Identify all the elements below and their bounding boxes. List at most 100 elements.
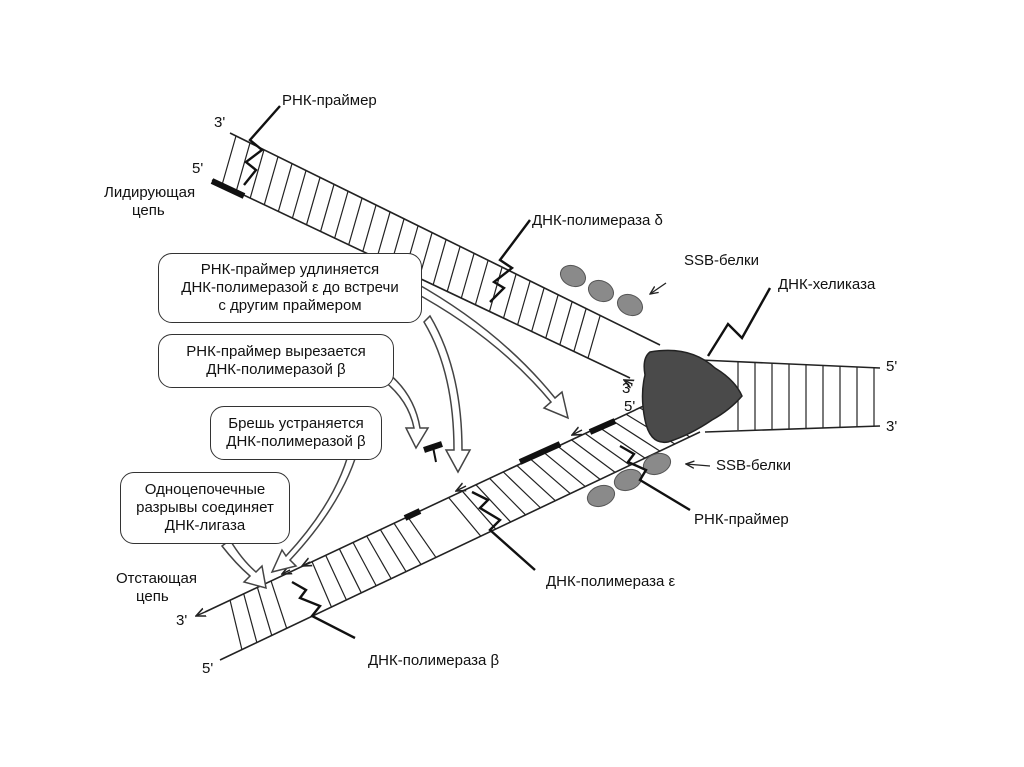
callout-arrow-1 — [409, 280, 570, 420]
callout-arrow-4 — [220, 538, 267, 590]
base-pair-rung — [475, 484, 512, 523]
base-pair-rung — [502, 274, 517, 319]
ssb-protein — [587, 279, 615, 303]
base-pair-rung — [263, 156, 279, 206]
base-pair-rung — [460, 253, 475, 299]
base-pair-rung — [516, 465, 557, 502]
base-pair-rung — [461, 490, 497, 530]
helicase-pointer — [706, 287, 772, 357]
callout-arrow-1b — [423, 314, 472, 474]
base-pair-rung — [334, 191, 349, 239]
fragment-3prime-arrows — [196, 380, 632, 616]
callout-line: РНК-праймер вырезается — [186, 343, 366, 360]
dna-pol-epsilon-pointer — [471, 490, 536, 571]
rna-primer-top-label: РНК-праймер — [282, 92, 377, 109]
leading-top-strand — [229, 132, 661, 346]
dna-pol-epsilon-label: ДНК-полимераза ε — [546, 573, 676, 590]
lagging-strand-label-1: Отстающая — [116, 570, 197, 587]
base-pair-rung — [474, 260, 489, 305]
leading-strand-label-1: Лидирующая — [104, 184, 196, 201]
helicase-label: ДНК-хеликаза — [778, 276, 876, 293]
fork-5-label: 5' — [624, 398, 636, 415]
lagging-duplex — [204, 402, 701, 661]
lagging-primer-segment-1 — [518, 441, 562, 465]
base-pair-rung — [543, 452, 586, 488]
ssb-proteins-top — [559, 264, 644, 317]
primer-segments — [210, 178, 617, 521]
rna-primer-bottom-label: РНК-праймер — [694, 511, 789, 528]
dna-pol-beta-label: ДНК-полимераза β — [368, 652, 500, 669]
pointer-lines — [243, 105, 772, 640]
base-pair-rung — [348, 198, 363, 246]
callout-ligase: Одноцепочечные разрывы соединяет ДНК-лиг… — [120, 472, 290, 544]
end-3-right-label: 3' — [886, 418, 898, 435]
end-3-bottom-label: 3' — [176, 612, 188, 629]
ssb-top-arrow — [650, 282, 667, 294]
base-pair-rung — [559, 301, 573, 345]
callout-gap-fill: Брешь устраняется ДНК-полимеразой β — [210, 406, 382, 460]
callout-arrow-2 — [379, 368, 430, 450]
base-pair-rung — [291, 170, 307, 219]
lagging-primer-segment-3 — [403, 508, 422, 521]
ssb-bottom-arrow — [686, 464, 711, 466]
callout-line: РНК-праймер удлиняется — [200, 261, 380, 278]
lagging-bottom-strand — [219, 431, 701, 661]
base-pair-rung — [587, 315, 601, 359]
end-5-right-label: 5' — [886, 358, 898, 375]
base-pair-rung — [584, 433, 631, 466]
fork-3-label: 3' — [622, 380, 634, 397]
callout-line: ДНК-полимеразой β — [226, 433, 366, 450]
base-pair-rung — [432, 239, 447, 285]
base-pair-rung — [319, 184, 335, 232]
ssb-protein — [616, 293, 644, 317]
base-pair-rung — [379, 529, 407, 573]
parental-bottom-strand — [704, 425, 881, 433]
base-pair-rung — [393, 522, 422, 566]
base-pair-rung — [338, 548, 363, 594]
lagging-strand-label-2: цепь — [136, 588, 169, 605]
leading-strand-label-2: цепь — [132, 202, 165, 219]
ssb-top-label: SSB-белки — [684, 252, 759, 269]
callout-line: ДНК-лигаза — [164, 517, 246, 534]
base-pair-rung — [448, 497, 482, 537]
base-pair-rung — [229, 599, 243, 651]
end-5-top-label: 5' — [192, 160, 204, 177]
base-pair-rung — [598, 426, 646, 459]
base-pair-rung — [573, 308, 587, 352]
callout-primer-extension: РНК-праймер удлиняется ДНК-полимеразой ε… — [158, 253, 422, 323]
callout-line: Брешь устраняется — [228, 415, 364, 432]
parental-top-strand — [699, 359, 881, 369]
callout-line: разрывы соединяет — [136, 499, 274, 516]
rna-primer-bottom-pointer — [619, 444, 691, 512]
ssb-bottom-label: SSB-белки — [716, 457, 791, 474]
base-pair-rung — [277, 163, 293, 212]
base-pair-rung — [612, 420, 661, 452]
base-pair-rung — [376, 211, 391, 259]
lagging-top-strand — [204, 402, 651, 613]
callout-line: с другим праймером — [218, 297, 362, 314]
rna-primer-top-pointer — [243, 105, 281, 186]
base-pair-rung — [221, 135, 237, 186]
base-pair-rung — [446, 246, 461, 292]
base-pair-rung — [235, 142, 251, 192]
base-pair-rung — [256, 587, 273, 636]
lagging-primer-segment-2 — [588, 418, 617, 435]
base-pair-rung — [270, 580, 288, 629]
base-pair-rung — [557, 445, 601, 481]
lagging-rungs — [229, 407, 691, 651]
ssb-protein — [559, 264, 587, 288]
base-pair-rung — [407, 516, 437, 559]
base-pair-rung — [531, 288, 545, 332]
base-pair-rung — [545, 295, 559, 339]
ssb-proteins-bottom — [586, 452, 672, 508]
dna-pol-delta-label: ДНК-полимераза δ — [532, 212, 663, 229]
base-pair-rung — [517, 281, 531, 325]
end-3-top-label: 3' — [214, 114, 226, 131]
parental-rungs — [737, 362, 875, 430]
ssb-protein — [613, 468, 643, 492]
thin-arrows — [650, 282, 711, 466]
base-pair-rung — [571, 439, 616, 473]
base-pair-rung — [311, 561, 333, 608]
helicase-shape — [641, 349, 743, 444]
